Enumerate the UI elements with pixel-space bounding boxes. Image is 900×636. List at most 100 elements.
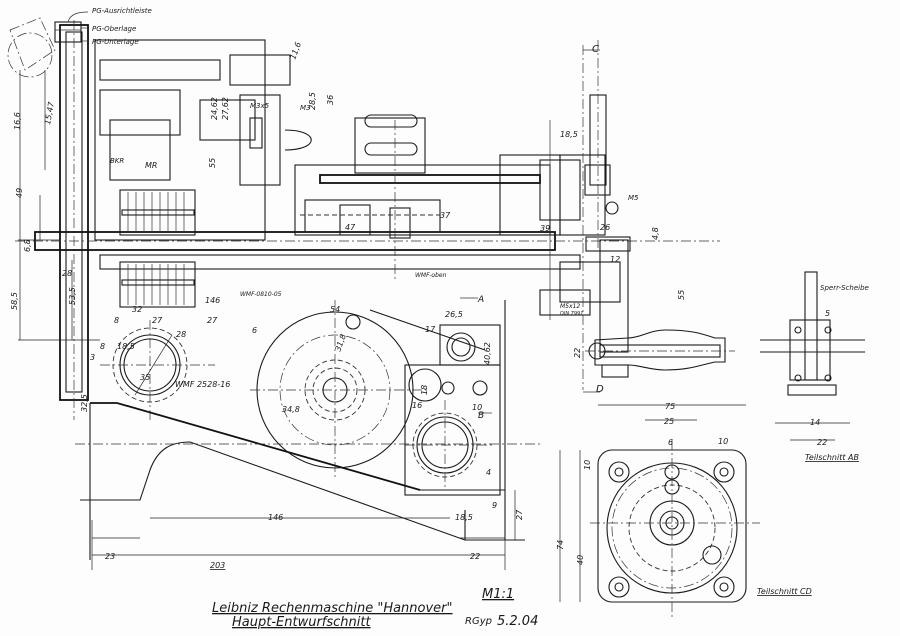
callout-pg-unterlage: PG-Unterlage xyxy=(92,38,139,46)
dim-10: 10 xyxy=(472,403,482,412)
large-gear xyxy=(250,300,430,480)
dim-40: 40 xyxy=(576,555,585,565)
dim-8b: 8 xyxy=(100,342,105,351)
left-gear xyxy=(100,320,215,420)
dim-53-5: 53,5 xyxy=(68,287,77,305)
section-ab-view xyxy=(760,271,865,441)
signature-date: 5.2.04 xyxy=(497,614,538,629)
dim-146-top: 146 xyxy=(205,296,220,305)
dim-32-5: 32,5 xyxy=(80,394,89,412)
dim-146-bottom: 146 xyxy=(268,513,283,522)
dim-17: 17 xyxy=(425,325,436,334)
dim-28b: 28 xyxy=(62,269,72,278)
dim-34-8: 34,8 xyxy=(282,405,300,414)
dim-22b: 22 xyxy=(470,552,480,561)
dim-24-62: 24,62 xyxy=(210,97,219,120)
dim-27-62: 27,62 xyxy=(221,97,230,120)
dim-4-8: 4,8 xyxy=(651,227,660,240)
dimension-labels: 146 32 8 8 27 27 28 18,5 35 3 53,5 58,5 … xyxy=(10,41,830,570)
callout-wmf-0810: WMF-0810-05 xyxy=(240,291,282,298)
dim-12: 12 xyxy=(610,255,620,264)
callout-m5: M5 xyxy=(628,194,639,202)
dim-49: 49 xyxy=(15,188,24,198)
dim-18-5b: 18,5 xyxy=(560,130,578,139)
callout-m5x12: M5x12 xyxy=(560,303,580,310)
dim-75: 75 xyxy=(665,402,675,411)
pinion-gears xyxy=(369,309,501,496)
dim-74: 74 xyxy=(556,540,565,550)
dim-16: 16 xyxy=(412,401,422,410)
dim-31-8: 31,8 xyxy=(333,333,348,353)
dim-37: 37 xyxy=(440,211,451,220)
dim-18: 18 xyxy=(420,385,429,395)
dim-6b: 6 xyxy=(668,438,673,447)
base-frame xyxy=(75,300,540,560)
dim-11-6: 11,6 xyxy=(288,41,303,61)
drawing-scale: M1:1 xyxy=(482,587,514,602)
dim-15-47: 15,47 xyxy=(43,100,56,125)
callout-pg-oberlage: PG-Oberlage xyxy=(92,25,136,33)
dim-10b: 10 xyxy=(718,437,728,446)
marker-c: C xyxy=(592,44,599,55)
upper-mechanism xyxy=(94,39,312,308)
dim-23: 23 xyxy=(105,552,115,561)
dim-8a: 8 xyxy=(114,316,119,325)
section-cut-lines xyxy=(460,45,600,414)
dim-28: 28 xyxy=(176,330,186,339)
lower-wheel-teeth xyxy=(119,261,196,308)
dim-25: 25 xyxy=(664,417,674,426)
callout-wmf-2528: WMF 2528-16 xyxy=(175,380,230,389)
callout-din7991: DIN 7991 xyxy=(560,311,583,317)
dim-18-5c: 18,5 xyxy=(455,513,473,522)
dim-4: 4 xyxy=(486,468,491,477)
drawing-title-line1: Leibniz Rechenmaschine "Hannover" xyxy=(212,601,453,616)
dim-27b: 27 xyxy=(207,316,218,325)
dim-27a: 27 xyxy=(152,316,163,325)
dim-14: 14 xyxy=(810,418,820,427)
dim-22: 22 xyxy=(817,438,827,447)
callout-mr: MR xyxy=(145,161,157,170)
title-block: Leibniz Rechenmaschine "Hannover" Haupt-… xyxy=(212,587,538,630)
counting-wheel-teeth xyxy=(121,192,195,232)
dim-55: 55 xyxy=(677,290,686,300)
dim-54: 54 xyxy=(330,305,340,314)
callout-m3x5: M3x5 xyxy=(250,102,270,110)
dim-16-6: 16,6 xyxy=(13,112,22,130)
dim-26: 26 xyxy=(600,223,610,232)
dim-35: 35 xyxy=(140,373,150,382)
callout-wmf-oben: WMF-oben xyxy=(415,272,447,279)
section-cd-label: Teilschnitt CD xyxy=(757,587,812,596)
dim-47: 47 xyxy=(345,223,356,232)
signature-initials: RGyp xyxy=(465,616,492,627)
dim-55b: 55 xyxy=(208,158,217,168)
dim-28-5: 28,5 xyxy=(308,92,317,110)
dim-32: 32 xyxy=(132,305,142,314)
dim-39: 39 xyxy=(540,224,550,233)
crank-handle xyxy=(585,236,735,378)
side-plate xyxy=(59,20,89,420)
dim-10c: 10 xyxy=(583,460,592,470)
dim-26-5: 26,5 xyxy=(445,310,463,319)
callout-pg-ausrichtleiste: PG-Ausrichtleiste xyxy=(92,7,152,15)
dim-18-5: 18,5 xyxy=(117,342,135,351)
dim-58-5: 58,5 xyxy=(10,292,19,310)
dim-36: 36 xyxy=(326,95,335,105)
dim-22c: 22 xyxy=(573,348,582,358)
bottom-dimensions xyxy=(91,490,516,570)
dim-6-8: 6,8 xyxy=(23,239,32,252)
section-cd-view xyxy=(559,404,760,620)
left-dimensions xyxy=(18,70,100,341)
dim-27c: 27 xyxy=(515,509,524,520)
marker-a: A xyxy=(477,295,484,305)
dim-3: 3 xyxy=(90,353,95,362)
callout-sperr-scheibe: Sperr-Scheibe xyxy=(820,284,869,292)
marker-d: D xyxy=(596,384,604,395)
callout-bkr: BKR xyxy=(110,157,124,165)
dim-6: 6 xyxy=(252,326,257,335)
callout-m3: M3 xyxy=(300,104,311,112)
marker-b: B xyxy=(478,411,484,421)
pg-block xyxy=(7,11,89,78)
dim-9: 9 xyxy=(492,501,497,510)
